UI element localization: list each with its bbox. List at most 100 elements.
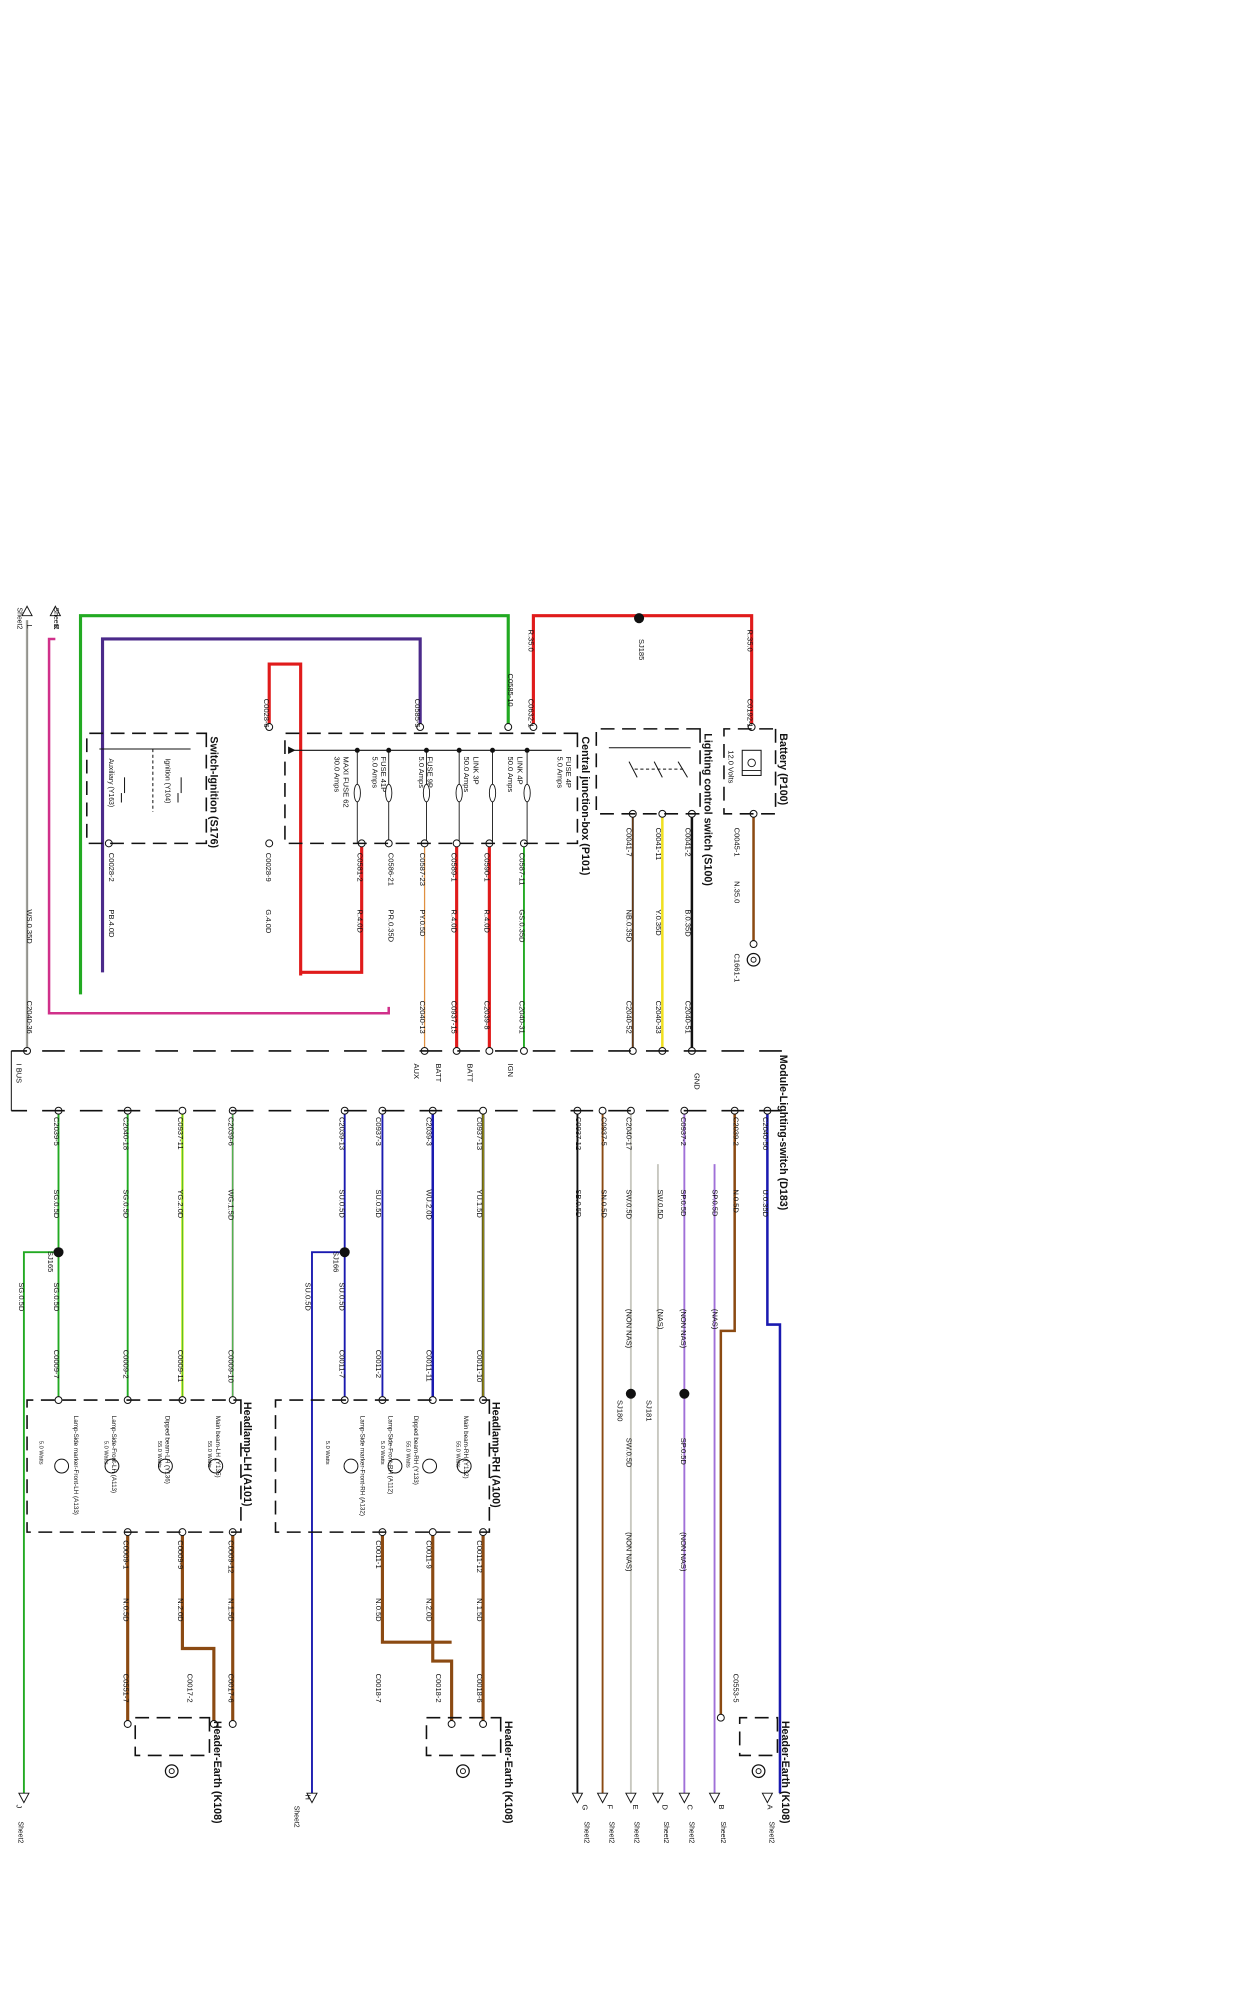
fuse-2-icon <box>455 783 463 803</box>
connector-pin-1 <box>529 723 538 731</box>
wire-n05-gnd: N.0.5D <box>731 1189 740 1213</box>
lamp-lh-marker-label: Lamp-Side marker-Front-LH (A133) <box>72 1416 79 1515</box>
sheet-arrow-5-icon <box>596 1792 609 1804</box>
ignition-switch-box <box>86 732 208 845</box>
conn-c0017-6: C0017-6 <box>226 1674 235 1703</box>
conn-c0011-2: C0011-2 <box>374 1350 383 1378</box>
wire-yu15: YU.1.5D <box>475 1189 484 1218</box>
wire-sp05-mid: SP.0.5D <box>679 1438 688 1466</box>
battery-title: Battery (P100) <box>777 733 789 805</box>
conn-c2040-31: C2040-31 <box>518 1001 527 1034</box>
conn-c0028-6: C0028-6 <box>262 699 271 728</box>
wire-sp05-nas: SP.0.5D <box>711 1189 720 1217</box>
wire-r35-right: R.35.0 <box>745 630 754 652</box>
module-pin-gnd: GND <box>692 1073 701 1090</box>
conn-c0009-9: C0009-9 <box>176 1540 185 1569</box>
sheet-ref-b-letter: B <box>717 1804 726 1809</box>
earth-ring-2-icon <box>164 1764 179 1779</box>
wire-n20-lh: N.2.0D <box>176 1598 185 1622</box>
conn-c0009-11: C0009-11 <box>176 1350 185 1383</box>
conn-c0041-11: C0041-11 <box>654 828 663 861</box>
wire-su05-1: SU.0.5D <box>374 1189 383 1218</box>
conn-c0585-10: C0585-10 <box>506 674 515 707</box>
auxiliary-contact-label: Auxiliary (Y163) <box>107 758 114 807</box>
sheet-arrow-l-icon <box>21 605 33 617</box>
header-earth-box-3 <box>134 1716 211 1757</box>
lamp-lh-marker-watts: 5.0 Watts <box>38 1441 44 1465</box>
wire-r40-c <box>300 843 364 974</box>
wire-sg05-3: SG.0.5D <box>52 1282 61 1311</box>
wire-su05-4: SU.0.5D <box>304 1282 313 1311</box>
sheet-arrow-6-icon <box>571 1792 584 1804</box>
conn-c0009-12: C0009-12 <box>226 1540 235 1573</box>
conn-c0192-1: C0192-1 <box>745 699 754 728</box>
conn-c0937-13: C0937-13 <box>475 1117 484 1150</box>
conn-c1661-1: C1661-1 <box>733 953 742 982</box>
wire-ignition-red <box>267 662 303 976</box>
module-pin-batt-1: BATT <box>465 1064 474 1083</box>
note-nas-2: (NAS) <box>656 1309 665 1330</box>
conn-c0018-2: C0018-2 <box>434 1674 443 1703</box>
earth-core-3-icon <box>750 956 757 963</box>
link-3p-label: LINK 3P <box>472 757 481 785</box>
sheet-ref-f-label: Sheet2 <box>608 1821 615 1843</box>
lamp-bulb-0-3-icon <box>343 1458 359 1474</box>
wire-wu20: WU.2.0D <box>424 1189 433 1220</box>
connector-pin-59 <box>749 940 758 948</box>
sheet-ref-j-label: Sheet2 <box>16 1821 23 1843</box>
conn-c2039-5: C2039-5 <box>52 1117 61 1146</box>
splice-dot-3 <box>339 1247 350 1258</box>
connector-pin-20 <box>519 1046 528 1055</box>
conn-c2039-2: C2039-2 <box>731 1117 740 1146</box>
headlamp-lh-title: Headlamp-LH (A101) <box>241 1402 253 1507</box>
splice-sj185-label: SJ185 <box>637 639 646 660</box>
headlamp-rh-box <box>274 1399 491 1533</box>
conn-c0018-6: C0018-6 <box>475 1674 484 1703</box>
link-4p-label: LINK 4P <box>516 757 525 785</box>
wire-ws035: WS.0.35D <box>25 909 34 944</box>
wire-n05-rh: N.0.5D <box>374 1598 383 1622</box>
lamp-lh-dipped-label: Dipped beam-LH (Y136) <box>163 1416 170 1484</box>
sheet-ref-d-label: Sheet2 <box>662 1821 669 1843</box>
connector-pin-56 <box>228 1720 237 1728</box>
wire-n20-lh <box>180 1532 216 1724</box>
headlamp-lh-box <box>26 1399 242 1533</box>
connector-pin-3 <box>416 723 425 731</box>
wire-sb05: SB.0.5D <box>574 1189 583 1218</box>
sheet-ref-k-letter: K <box>52 624 61 629</box>
lamp-bulb-0-0-icon <box>456 1458 472 1474</box>
header-earth-title-3: Header-Earth (K108) <box>211 1721 223 1824</box>
connector-pin-54 <box>479 1720 488 1728</box>
note-non-nas-1: (NON NAS) <box>679 1309 688 1349</box>
header-earth-box-2 <box>425 1716 502 1757</box>
wire-sg05-4: SG.0.5D <box>17 1282 26 1311</box>
fuse-9p-rating: 5.0 Amps <box>417 757 426 789</box>
earth-ring-0-icon <box>751 1764 766 1779</box>
connector-pin-53 <box>716 1713 725 1722</box>
sheet-ref-e-label: Sheet2 <box>633 1821 640 1843</box>
lamp-rh-main-label: Main beam-RH (Y132) <box>462 1416 469 1479</box>
lamp-lh-main-watts: 55.0 Watts <box>206 1441 212 1468</box>
conn-c0586-21: C0586-21 <box>387 853 396 886</box>
sheet-ref-h-letter: H <box>304 1794 313 1799</box>
connector-pin-46 <box>54 1396 63 1405</box>
lamp-bulb-1-0-icon <box>208 1458 224 1474</box>
sheet-ref-g-label: Sheet2 <box>582 1821 589 1843</box>
wire-gs035: GS.0.35D <box>518 909 527 943</box>
wire-u035 <box>766 1110 782 1794</box>
wire-sn05: SN.0.5D <box>599 1189 608 1218</box>
wire-magenta <box>47 637 390 1015</box>
wire-sw05-nas: SW.0.5D <box>656 1189 665 1219</box>
wire-purple-feed <box>100 637 422 973</box>
wire-wg15: WG.1.5D <box>226 1189 235 1221</box>
note-nas-1: (NAS) <box>711 1309 720 1330</box>
wire-r40-2: R.4.0D <box>450 909 459 933</box>
splice-dot-0 <box>634 613 645 624</box>
conn-c0009-10: C0009-10 <box>226 1350 235 1383</box>
fuse-1-icon <box>488 783 497 803</box>
sheet-ref-j-letter: J <box>14 1804 23 1808</box>
splice-sj166-label: SJ166 <box>331 1251 340 1272</box>
ignition-contact-label: Ignition (Y104) <box>163 758 170 803</box>
wire-su05-2: SU.0.5D <box>338 1189 347 1218</box>
